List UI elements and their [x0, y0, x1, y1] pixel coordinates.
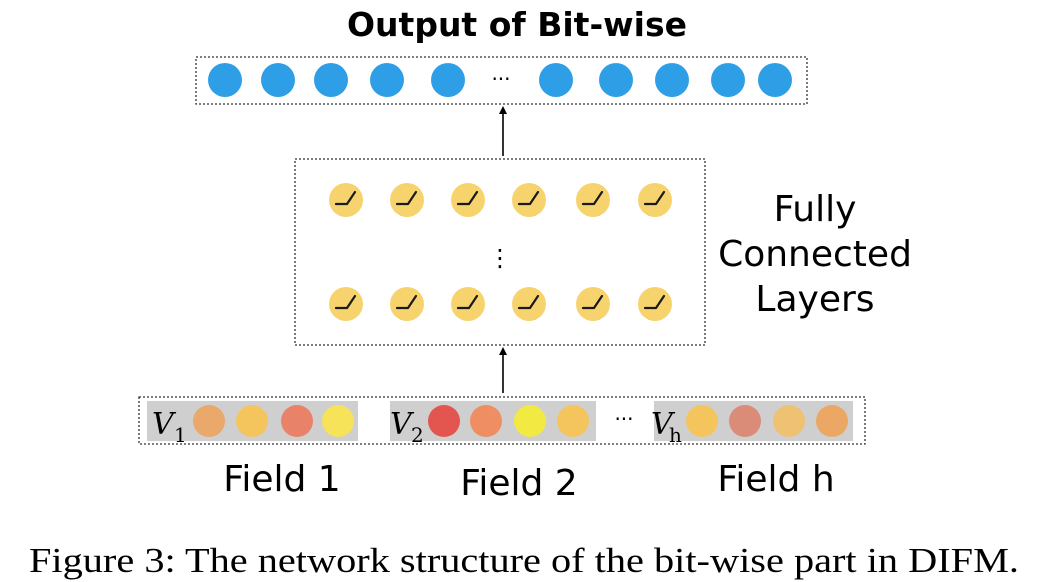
field-label-1: Field 1: [223, 459, 340, 500]
fc-neuron: [451, 183, 485, 217]
field-vector-symbol: V: [152, 407, 177, 442]
field-embedding-node: [470, 405, 502, 437]
field-embedding-node: [322, 405, 354, 437]
fc-neuron: [329, 183, 363, 217]
fc-neuron: [329, 287, 363, 321]
relu-activation-icon: [456, 294, 479, 310]
field-vector-subscript: 1: [174, 423, 187, 447]
output-layer-ellipsis: ···: [491, 67, 510, 91]
relu-activation-icon: [395, 294, 418, 310]
field-embedding-node: [557, 405, 589, 437]
fc-vertical-ellipsis: ⋮: [488, 244, 512, 272]
relu-activation-icon: [517, 294, 540, 310]
output-node: [208, 63, 242, 97]
field-embedding-node: [428, 405, 460, 437]
field-embedding-node: [773, 405, 805, 437]
output-node-group: [208, 63, 792, 97]
fc-neuron: [638, 287, 672, 321]
input-layer-box: [138, 396, 866, 445]
output-node: [599, 63, 633, 97]
fc-neuron: [451, 287, 485, 321]
figure-caption: Figure 3: The network structure of the b…: [29, 541, 1019, 580]
fc-label-line-3: Layers: [755, 279, 874, 320]
relu-activation-icon: [395, 190, 418, 206]
field-vector-subscript: h: [669, 423, 682, 447]
output-node: [261, 63, 295, 97]
output-node: [539, 63, 573, 97]
output-node: [758, 63, 792, 97]
field-vector-symbol: V: [390, 407, 415, 442]
field-vector-symbol: V: [651, 407, 676, 442]
fc-label-line-1: Fully: [774, 189, 857, 230]
output-node: [711, 63, 745, 97]
fc-neuron: [390, 183, 424, 217]
relu-activation-icon: [581, 294, 604, 310]
fc-neuron: [512, 287, 546, 321]
fc-neuron: [576, 287, 610, 321]
output-node: [314, 63, 348, 97]
output-node: [655, 63, 689, 97]
field-label-h: Field h: [717, 459, 834, 500]
fc-neuron: [512, 183, 546, 217]
relu-activation-icon: [334, 190, 357, 206]
relu-activation-icon: [581, 190, 604, 206]
fc-neuron-group: [329, 183, 672, 321]
fully-connected-box: [294, 158, 706, 346]
fc-neuron: [390, 287, 424, 321]
relu-activation-icon: [456, 190, 479, 206]
field-embedding-node: [236, 405, 268, 437]
field-embedding-node: [729, 405, 761, 437]
relu-activation-icon: [643, 294, 666, 310]
fc-neuron: [638, 183, 672, 217]
field-embedding-node: [686, 405, 718, 437]
relu-activation-icon: [517, 190, 540, 206]
input-layer-ellipsis: ···: [614, 407, 633, 431]
field-embedding-node: [816, 405, 848, 437]
field-embedding-node: [281, 405, 313, 437]
field-vector-subscript: 2: [411, 423, 424, 447]
fc-neuron: [576, 183, 610, 217]
field-embedding-node: [193, 405, 225, 437]
fc-label-line-2: Connected: [718, 234, 912, 275]
output-node: [431, 63, 465, 97]
output-layer-title: Output of Bit-wise: [347, 5, 687, 44]
input-field-3: Vh: [651, 401, 853, 447]
output-layer-box: [195, 56, 808, 105]
field-embedding-node: [514, 405, 546, 437]
output-node: [370, 63, 404, 97]
relu-activation-icon: [334, 294, 357, 310]
relu-activation-icon: [643, 190, 666, 206]
field-label-2: Field 2: [460, 463, 577, 504]
